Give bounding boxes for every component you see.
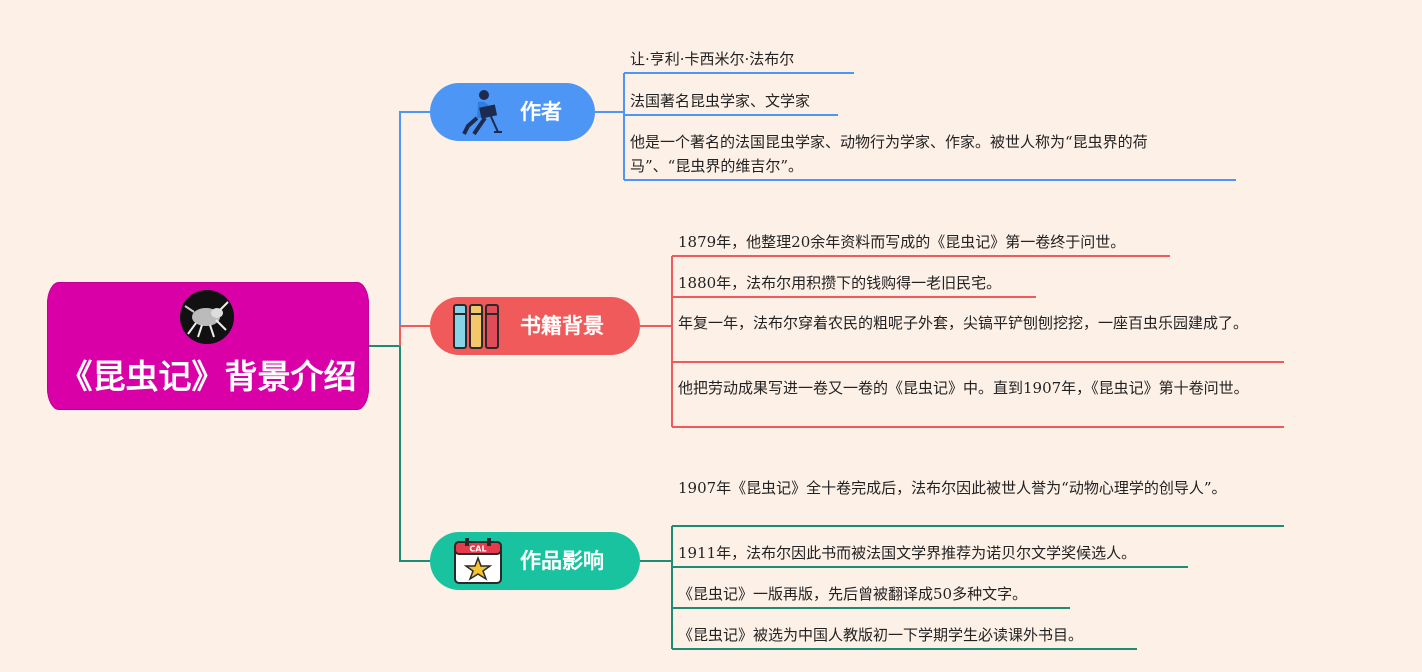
leaf-book-1880[interactable]: 1880年，法布尔用积攒下的钱购得一老旧民宅。 (678, 274, 1002, 292)
calendar-icon-text: CAL (469, 545, 486, 554)
leaf-influence-1907[interactable]: 1907年《昆虫记》全十卷完成后，法布尔因此被世人誉为“动物心理学的创导人”。 (678, 479, 1227, 497)
insect-photo-icon (180, 290, 234, 344)
leaf-influence-translations[interactable]: 《昆虫记》一版再版，先后曾被翻译成50多种文字。 (678, 585, 1028, 603)
leaf-influence-1911[interactable]: 1911年，法布尔因此书而被法国文学界推荐为诺贝尔文学奖候选人。 (678, 544, 1137, 562)
calendar-star-icon: CAL (453, 537, 503, 585)
books-icon (452, 302, 502, 350)
person-with-laptop-icon (458, 86, 504, 138)
root-title: 《昆虫记》背景介绍 (59, 357, 357, 396)
branch-author[interactable] (430, 83, 595, 141)
branch-influence-label: 作品影响 (520, 548, 604, 573)
leaf-author-name[interactable]: 让·亨利·卡西米尔·法布尔 (630, 50, 795, 68)
branch-book-background-label: 书籍背景 (520, 313, 604, 338)
leaf-author-title[interactable]: 法国著名昆虫学家、文学家 (630, 92, 811, 110)
branch-author-label: 作者 (520, 99, 562, 124)
leaf-influence-curriculum[interactable]: 《昆虫记》被选为中国人教版初一下学期学生必读课外书目。 (678, 626, 1084, 644)
leaf-book-1907[interactable]: 他把劳动成果写进一卷又一卷的《昆虫记》中。直到1907年，《昆虫记》第十卷问世。 (678, 379, 1249, 397)
leaf-book-1879[interactable]: 1879年，他整理20余年资料而写成的《昆虫记》第一卷终于问世。 (678, 233, 1126, 251)
leaf-author-description[interactable]: 他是一个著名的法国昆虫学家、动物行为学家、作家。被世人称为“昆虫界的荷马”、“昆… (630, 133, 1148, 175)
leaf-book-garden[interactable]: 年复一年，法布尔穿着农民的粗呢子外套，尖镐平铲刨刨挖挖，一座百虫乐园建成了。 (678, 314, 1249, 332)
